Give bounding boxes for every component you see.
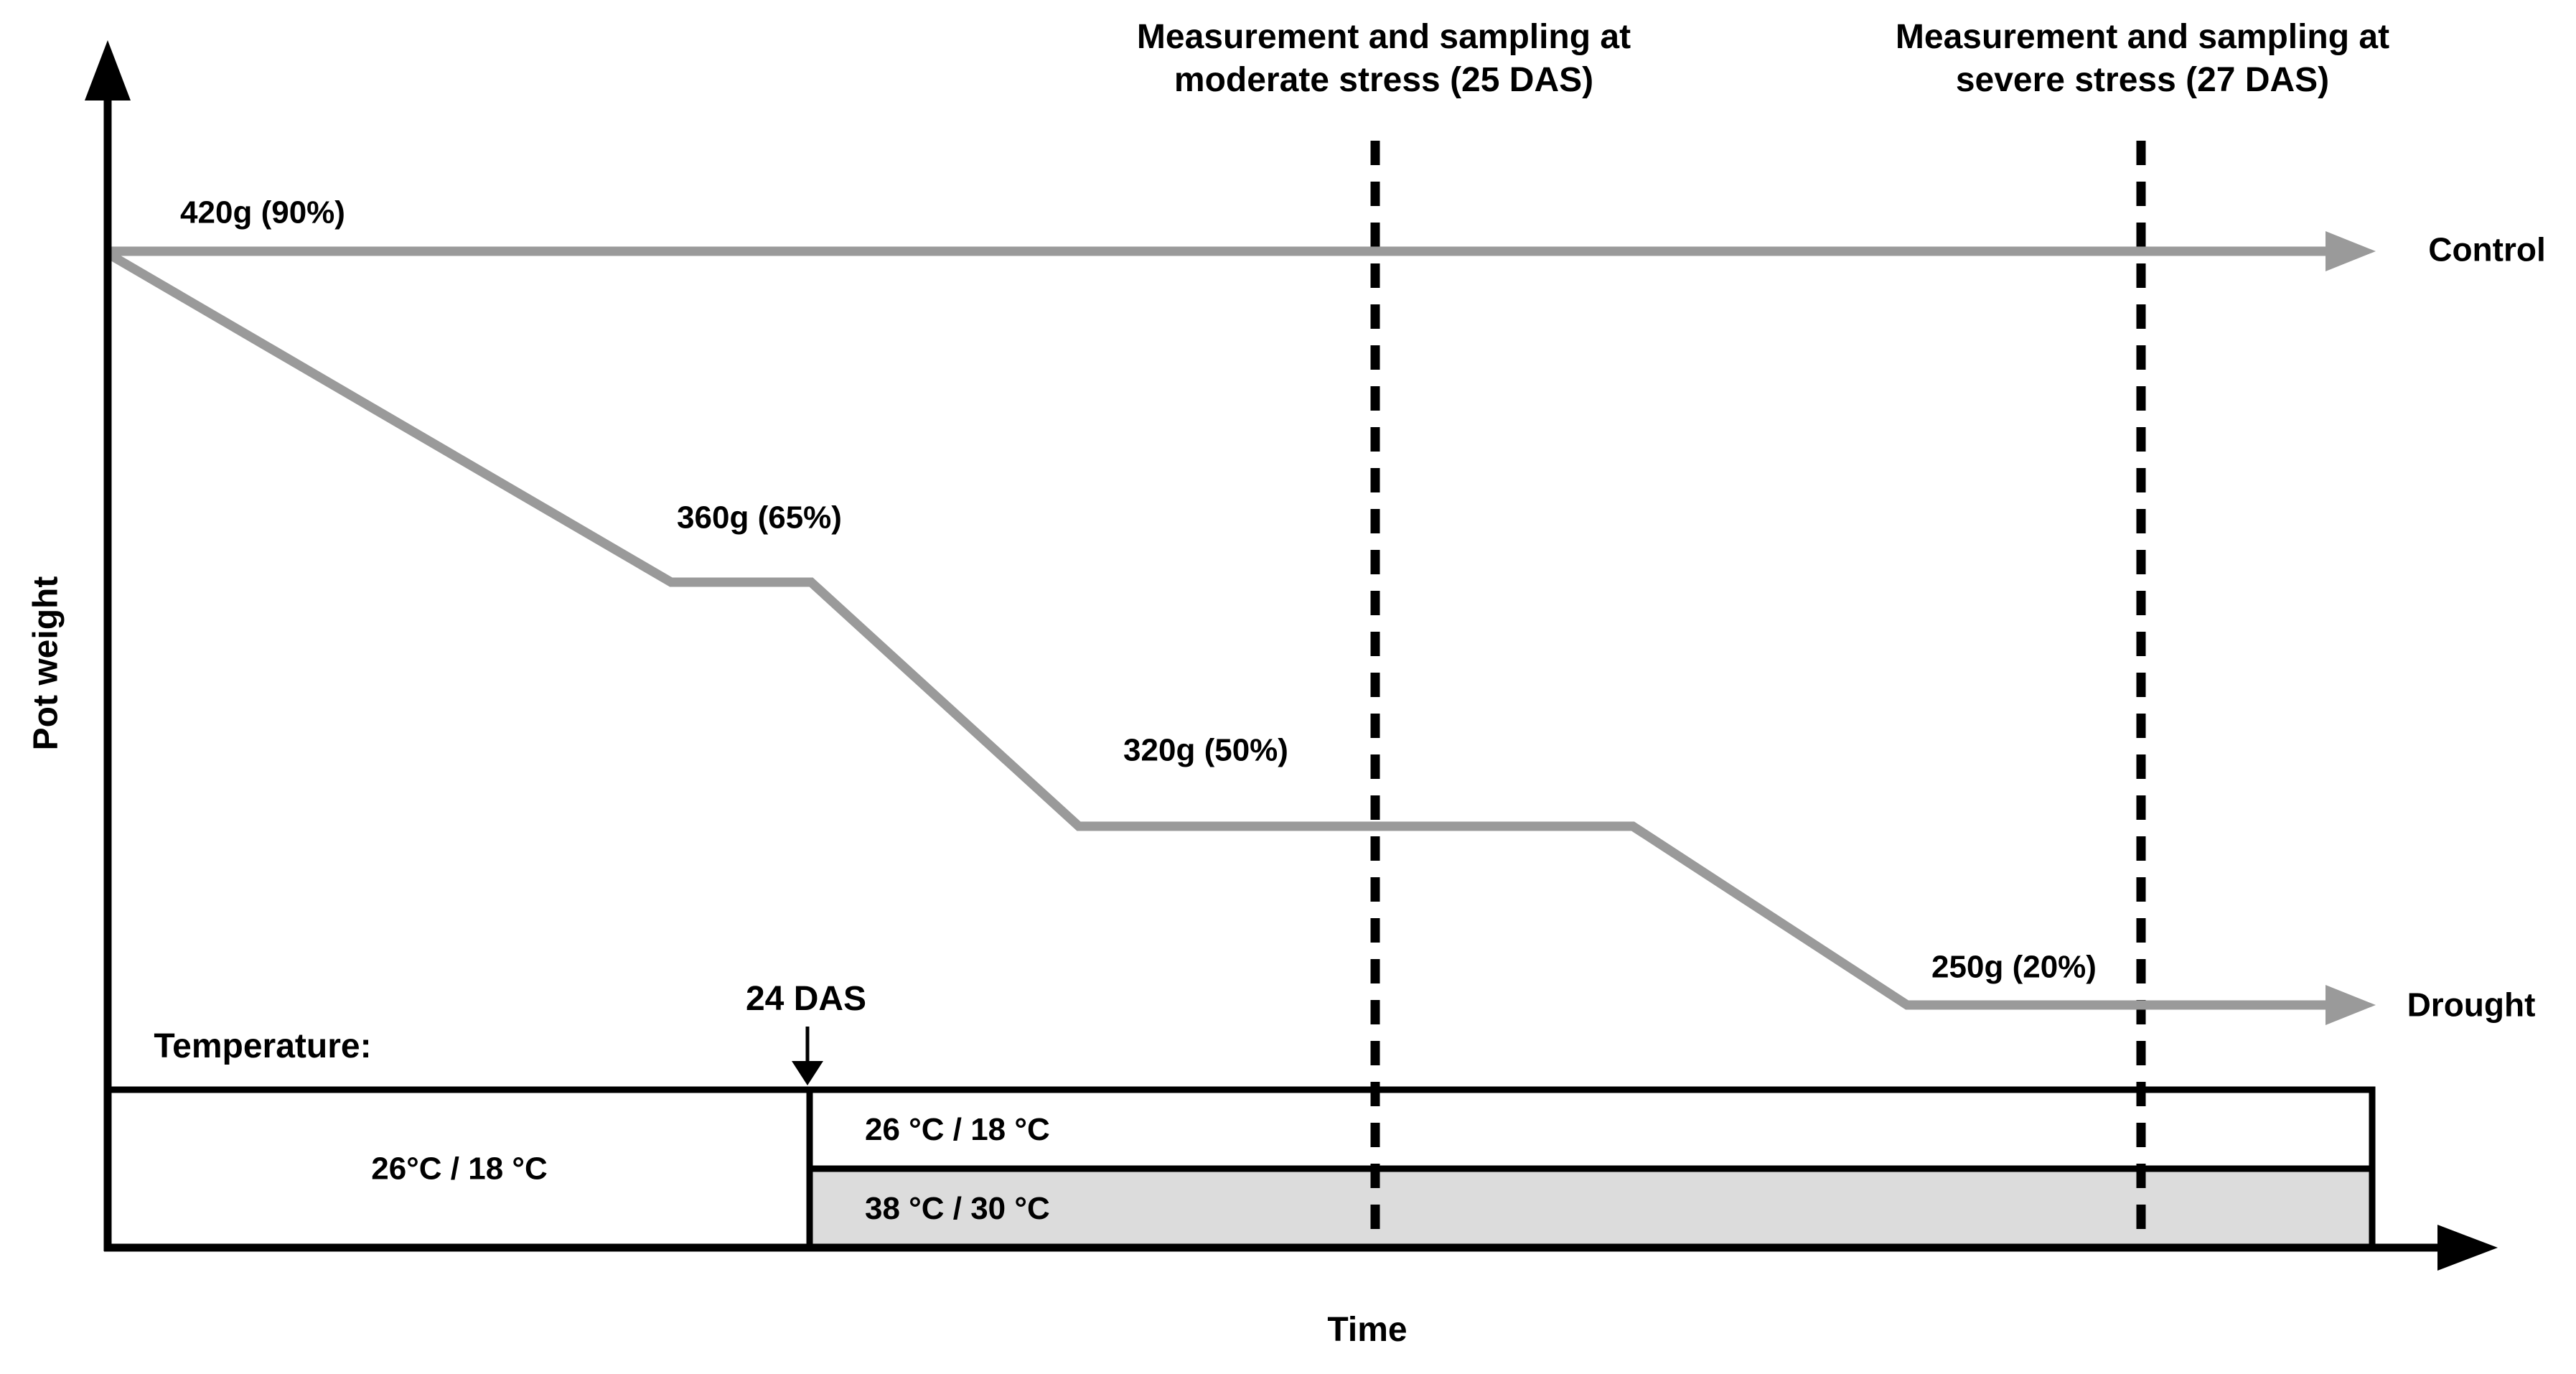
moderate-stress-annotation-line2: moderate stress (25 DAS) [1174,61,1594,99]
temp-before-split-value: 26°C / 18 °C [371,1151,548,1187]
heat-start-label: 24 DAS [745,980,867,1019]
weight-label-360g: 360g (65%) [677,500,842,536]
severe-stress-annotation-line1: Measurement and sampling at [1895,18,2390,56]
y-axis-title: Pot weight [27,576,65,751]
severe-stress-annotation: Measurement and sampling at severe stres… [1896,16,2389,102]
x-axis-title: Time [1327,1311,1408,1350]
temp-after-split-control-value: 26 °C / 18 °C [865,1112,1050,1147]
weight-label-250g: 250g (20%) [1931,949,2097,985]
x-axis-arrowhead-icon [2437,1225,2498,1271]
heat-start-pointer-arrowhead-icon [792,1061,823,1085]
y-axis-arrowhead-icon [85,40,131,101]
severe-stress-annotation-line2: severe stress (27 DAS) [1955,61,2330,99]
weight-label-420g: 420g (90%) [180,195,345,230]
control-arrowhead-icon [2326,231,2376,271]
drought-line [108,251,2330,1010]
drought-arrowhead-icon [2326,985,2376,1025]
control-series-label: Control [2428,230,2546,268]
moderate-stress-annotation-line1: Measurement and sampling at [1136,18,1631,56]
weight-label-320g: 320g (50%) [1123,732,1288,768]
drought-series-label: Drought [2407,986,2536,1024]
temp-bar-heat-cell-fill [812,1172,2369,1245]
moderate-stress-annotation: Measurement and sampling at moderate str… [1137,16,1631,102]
temperature-title: Temperature: [154,1027,372,1066]
temp-after-split-heat-value: 38 °C / 30 °C [865,1191,1050,1226]
